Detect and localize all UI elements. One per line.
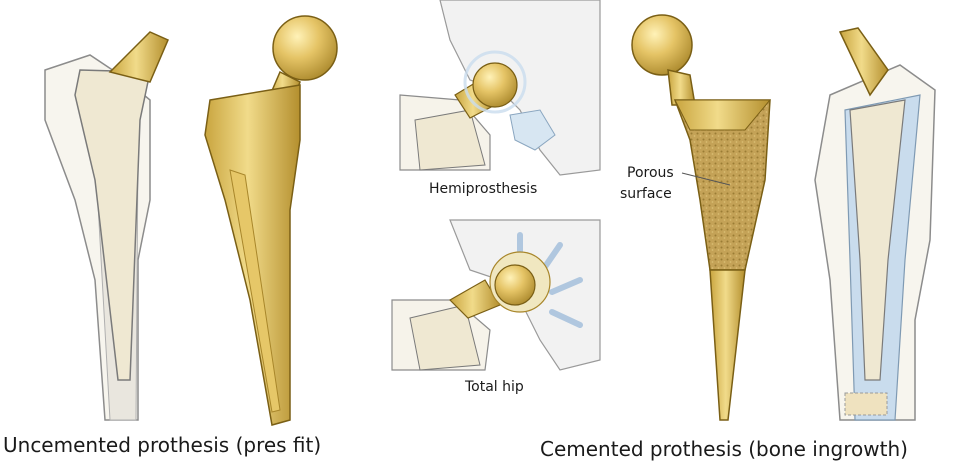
total-hip-illustration <box>392 220 600 370</box>
caption-cemented: Cemented prothesis (bone ingrowth) <box>540 437 908 461</box>
caption-uncemented: Uncemented prothesis (pres fit) <box>3 433 321 457</box>
uncemented-femur-illustration <box>45 32 168 420</box>
caption-total-hip: Total hip <box>465 379 524 395</box>
femoral-head-right <box>632 15 692 75</box>
femoral-head-left <box>273 16 337 80</box>
standalone-stem-left <box>205 16 337 425</box>
caption-porous-line2: surface <box>620 186 672 202</box>
uncemented-stem-neck <box>110 32 168 82</box>
hemiprosthesis-illustration <box>400 0 600 175</box>
caption-hemiprosthesis: Hemiprosthesis <box>429 181 537 197</box>
standalone-stem-porous <box>632 15 770 420</box>
caption-porous-line1: Porous <box>627 165 674 181</box>
cemented-femur-illustration <box>815 28 935 420</box>
